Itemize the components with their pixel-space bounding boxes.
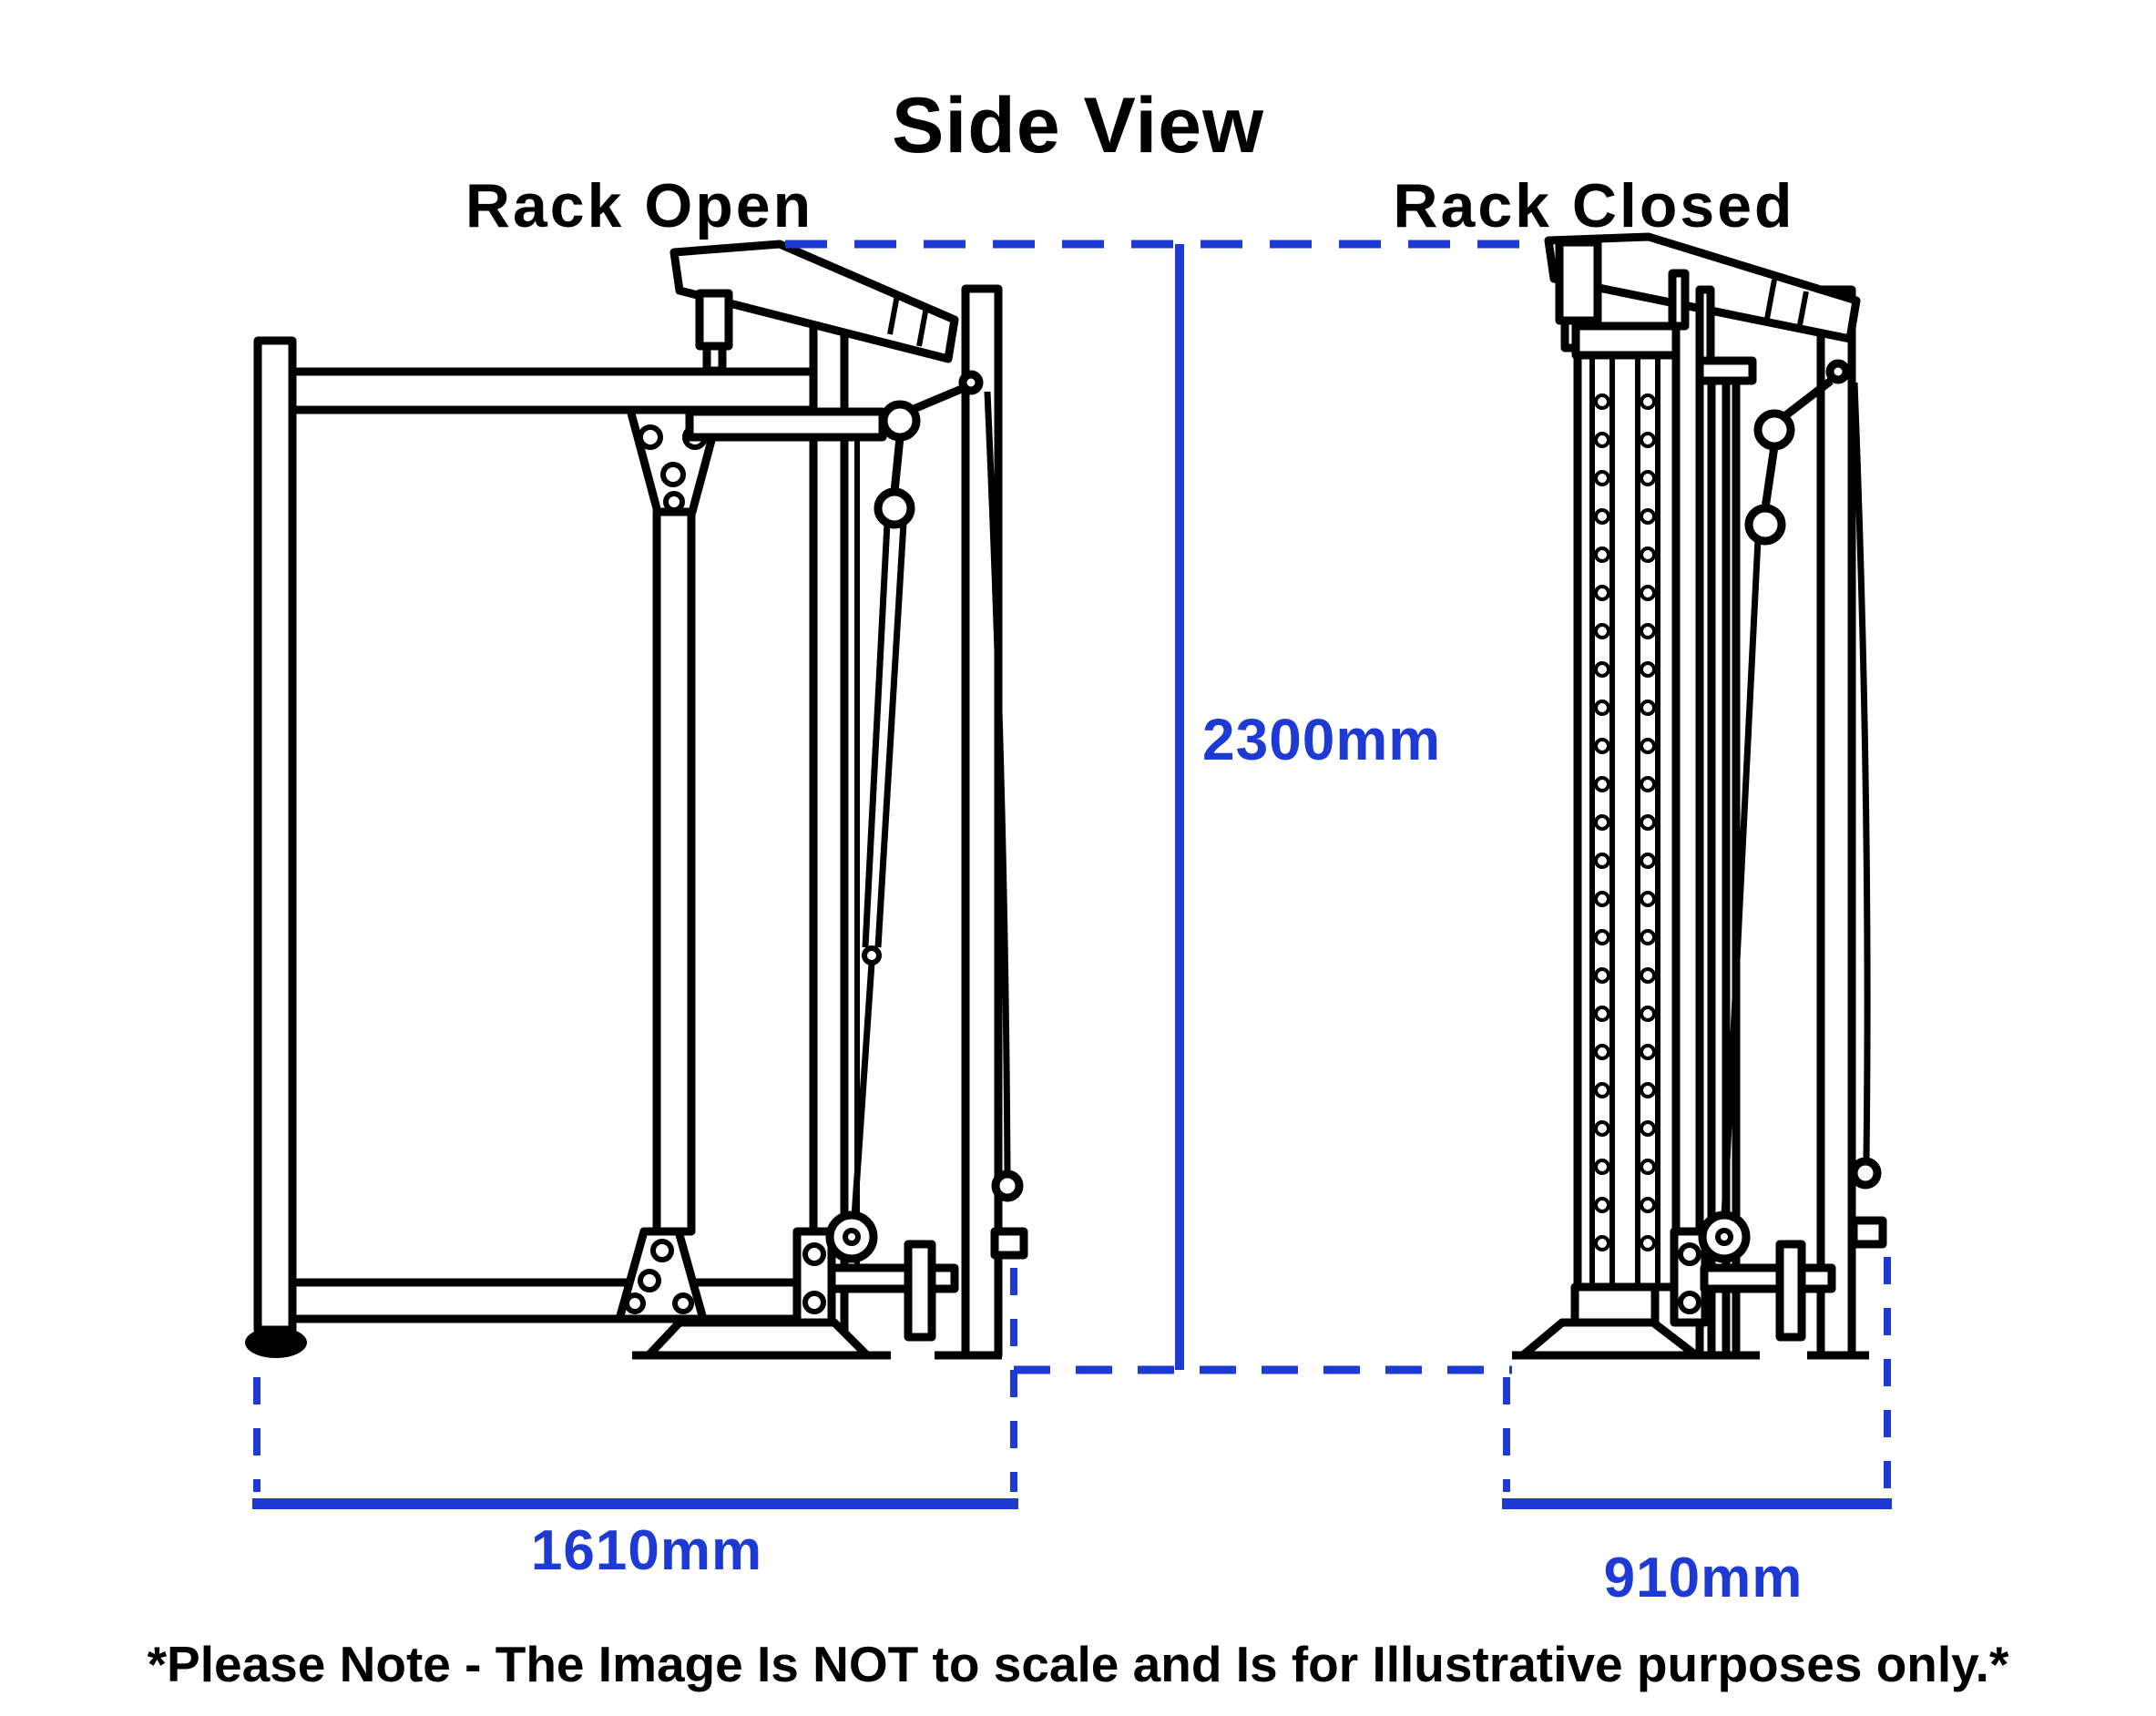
wall-post-rear	[961, 284, 1003, 1360]
second-pulley	[874, 487, 915, 529]
base-foot	[644, 1318, 872, 1360]
wall-post-front	[809, 316, 849, 1360]
rack-open-drawing	[245, 240, 1028, 1360]
wall-post	[1816, 285, 1856, 1360]
base-foot	[1518, 1318, 1701, 1360]
cables	[851, 391, 1011, 1218]
pivot-hole	[958, 370, 984, 395]
low-bar	[827, 1263, 959, 1293]
post-foot	[245, 1327, 307, 1358]
low-bar	[1700, 1263, 1836, 1293]
handle-pulley	[991, 1170, 1024, 1202]
link-arm	[1781, 377, 1834, 421]
front-post	[253, 336, 297, 1334]
folded-column-edges	[1589, 357, 1660, 1285]
bottom-beam	[288, 1278, 818, 1323]
shelf-bar	[685, 407, 887, 442]
cables	[1721, 382, 1871, 1218]
bottom-bracket-holes	[802, 1242, 826, 1314]
bottom-pulley	[1698, 1210, 1751, 1263]
roof-shelf	[669, 240, 959, 363]
pullup-bar-bracket	[695, 289, 733, 351]
rack-closed-drawing	[1512, 232, 1887, 1360]
bolt-hole-column	[1595, 392, 1609, 1272]
upper-pulley	[879, 400, 921, 442]
weight-plate	[904, 1240, 936, 1342]
upper-pulley	[1753, 409, 1795, 451]
rack-closed-label: Rack Closed	[1393, 171, 1795, 240]
top-beam-folded	[1571, 322, 1681, 360]
weight-plate	[1775, 1240, 1806, 1342]
bottom-pulley	[825, 1210, 878, 1263]
link-arm	[905, 383, 966, 416]
height-dimension-value: 2300mm	[1202, 707, 1442, 772]
pullup-bar-bracket	[1555, 238, 1602, 325]
disclaimer-note: *Please Note - The Image Is NOT to scale…	[147, 1636, 2009, 1692]
pivot-hole	[1825, 359, 1851, 384]
handle-attachment	[1849, 1216, 1887, 1249]
lower-hinge-holes	[624, 1239, 694, 1314]
closed-width-dimension-value: 910mm	[1603, 1547, 1803, 1609]
handle-attachment	[990, 1227, 1028, 1260]
top-beam	[288, 367, 818, 414]
rack-open-label: Rack Open	[465, 171, 814, 240]
swing-arm	[652, 507, 696, 1236]
dimension-annotations	[252, 240, 1892, 1509]
open-width-dimension-value: 1610mm	[530, 1519, 763, 1582]
page-title: Side View	[892, 82, 1264, 169]
second-pulley	[1744, 504, 1786, 546]
bolt-hole-column	[1640, 392, 1655, 1272]
base-block	[1570, 1282, 1660, 1327]
bottom-bracket-holes	[1678, 1242, 1701, 1314]
handle-pulley	[1849, 1157, 1882, 1190]
